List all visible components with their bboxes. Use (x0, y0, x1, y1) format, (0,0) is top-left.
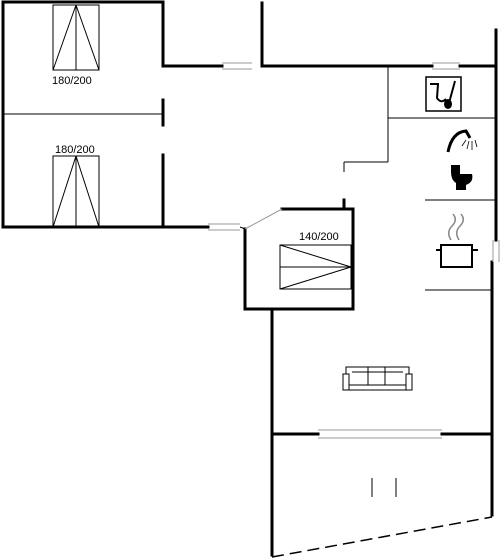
cooking-pot-icon (436, 213, 478, 268)
wc-cleaning-icon (425, 76, 462, 112)
bed-bottom-label: 180/200 (55, 144, 95, 156)
bed-top: 180/200 (52, 4, 100, 87)
toilet-icon (451, 165, 473, 190)
bed-small: 140/200 (279, 231, 352, 290)
bed-small-label: 140/200 (299, 231, 339, 243)
post-marks (371, 478, 397, 497)
bed-top-label: 180/200 (52, 75, 92, 87)
sofa-icon (342, 366, 413, 391)
bed-bottom: 180/200 (52, 144, 100, 228)
openings (208, 62, 500, 262)
shower-icon (446, 129, 478, 153)
